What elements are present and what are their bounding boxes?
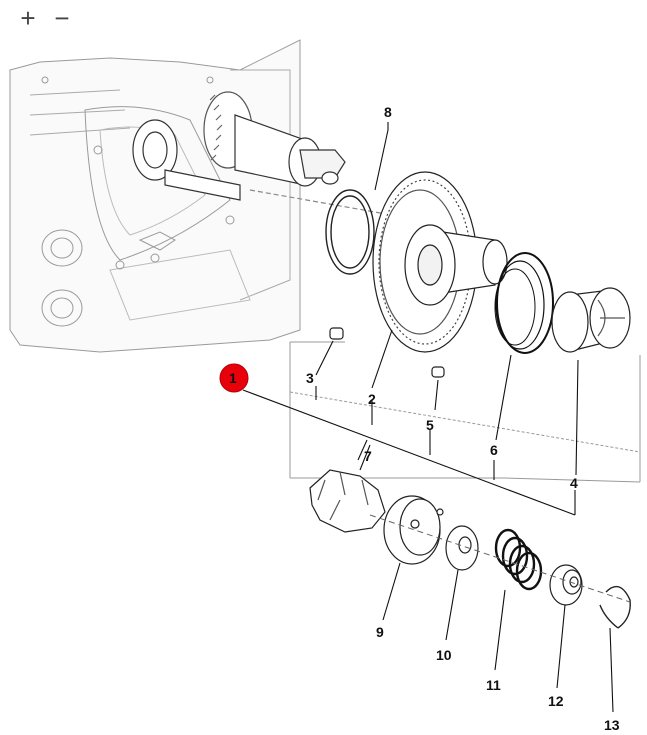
camshaft-assembly	[132, 91, 421, 221]
hotspot-badge-1[interactable]: 1	[219, 363, 249, 393]
callout-10: 10	[436, 647, 452, 663]
engine-block-drawing	[9, 39, 301, 353]
cap-part-12	[549, 564, 583, 606]
rotor-part-7	[309, 469, 386, 533]
callout-3: 3	[306, 370, 314, 386]
hotspot-badge-circle[interactable]	[219, 363, 249, 393]
callout-2: 2	[368, 391, 376, 407]
circlip-part-13	[599, 585, 631, 629]
kit-boundary-dashed-box	[289, 341, 641, 483]
retaining-ring-part-6	[494, 252, 554, 354]
callout-5: 5	[426, 417, 434, 433]
washer-part-10	[445, 525, 479, 571]
callout-4: 4	[570, 475, 578, 491]
callout-13: 13	[604, 717, 620, 733]
idler-gear-part-2	[372, 171, 508, 353]
disc-part-9	[383, 495, 444, 565]
spring-part-11	[494, 528, 543, 591]
bushing-part-4	[551, 287, 631, 353]
assembly-axis	[369, 514, 631, 603]
o-ring-part-8	[325, 189, 375, 275]
callout-12: 12	[548, 693, 564, 709]
callout-6: 6	[490, 442, 498, 458]
callout-8: 8	[384, 104, 392, 120]
dowel-pins-part-3-5	[329, 327, 445, 378]
callout-9: 9	[376, 624, 384, 640]
hotspot-badge-label[interactable]: 1	[229, 370, 237, 386]
leader-lines	[242, 122, 614, 713]
zoom-out-button[interactable]: −	[54, 3, 70, 33]
zoom-in-button[interactable]: +	[20, 3, 36, 33]
callout-11: 11	[486, 677, 501, 693]
callout-7: 7	[364, 448, 372, 464]
callout-labels: 8 3 2 5 7 6 4 9 10 11 12 13	[306, 104, 620, 733]
